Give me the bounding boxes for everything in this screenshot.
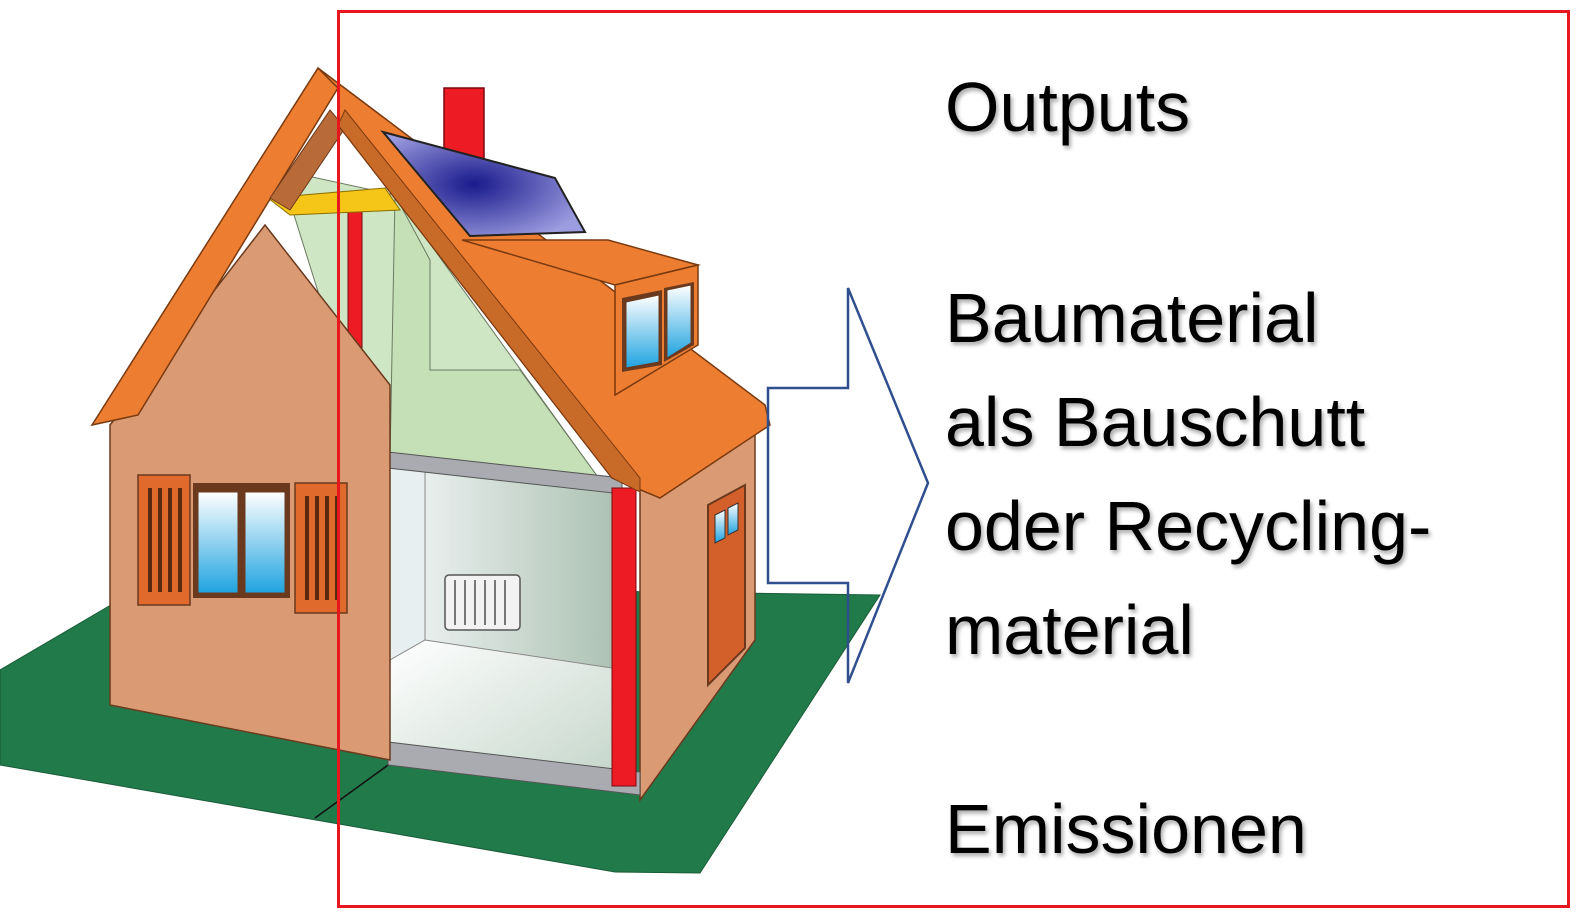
material-line-1: Baumaterial [945, 279, 1319, 357]
dormer-window [622, 282, 694, 372]
front-window [137, 474, 348, 614]
chimney [443, 87, 485, 161]
output-frame [337, 10, 1570, 908]
radiator-icon [444, 574, 521, 631]
outputs-heading: Outputs [945, 68, 1191, 146]
lawn-line [314, 759, 396, 819]
output-arrow [766, 287, 930, 684]
material-line-4: material [945, 591, 1194, 669]
solar-panel [380, 130, 587, 238]
emissions-label: Emissionen [945, 790, 1307, 868]
side-door [707, 483, 746, 688]
material-label: Baumaterial als Bauschutt oder Recycling… [945, 266, 1431, 682]
material-line-2: als Bauschutt [945, 383, 1366, 461]
corner-post [611, 487, 637, 787]
material-line-3: oder Recycling- [945, 487, 1432, 565]
roof-beam [266, 187, 401, 216]
roof-inner-trim [337, 109, 641, 493]
